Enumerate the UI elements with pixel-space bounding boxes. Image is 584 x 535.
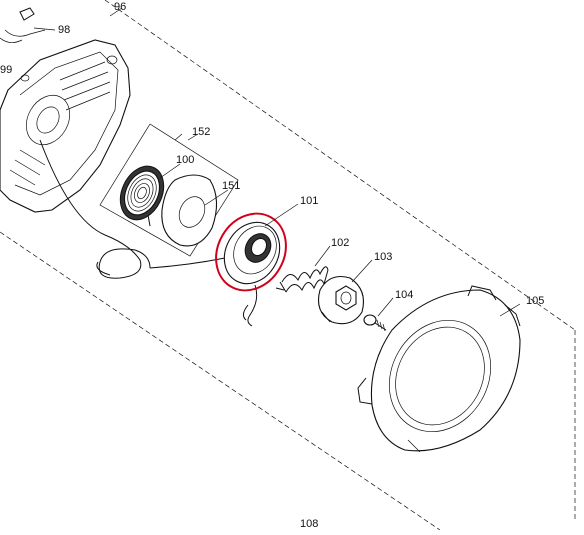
part-96-housing: [0, 39, 131, 213]
part-101-rope-pulley: [223, 221, 281, 327]
callout-105: 105: [526, 295, 544, 307]
callout-104: 104: [395, 289, 413, 301]
callout-labels: 96 98 99 152 100 151 101 102 103 104 105…: [0, 1, 544, 530]
starter-rope: [39, 139, 226, 279]
leader-lines: [109, 7, 521, 317]
part-151-washer: [161, 174, 218, 247]
part-103-ratchet: [317, 275, 365, 325]
callout-100: 100: [176, 154, 194, 166]
callout-99: 99: [0, 64, 12, 76]
callout-96: 96: [114, 1, 126, 13]
callout-98: 98: [58, 24, 70, 36]
callout-152: 152: [192, 126, 210, 138]
part-100-spiral-spring: [119, 165, 165, 227]
assembly-outline: [0, 0, 576, 531]
callout-103: 103: [374, 251, 392, 263]
callout-151: 151: [222, 180, 240, 192]
part-105-cover: [357, 285, 521, 453]
part-102-coil-spring: [275, 266, 329, 293]
callout-108: 108: [300, 518, 318, 530]
subassembly-bracket-152: [99, 123, 239, 257]
highlight-ring-101: [215, 212, 287, 292]
part-98-clip: [0, 7, 56, 43]
callout-102: 102: [331, 237, 349, 249]
callout-101: 101: [300, 195, 318, 207]
part-104-screw: [363, 314, 387, 332]
